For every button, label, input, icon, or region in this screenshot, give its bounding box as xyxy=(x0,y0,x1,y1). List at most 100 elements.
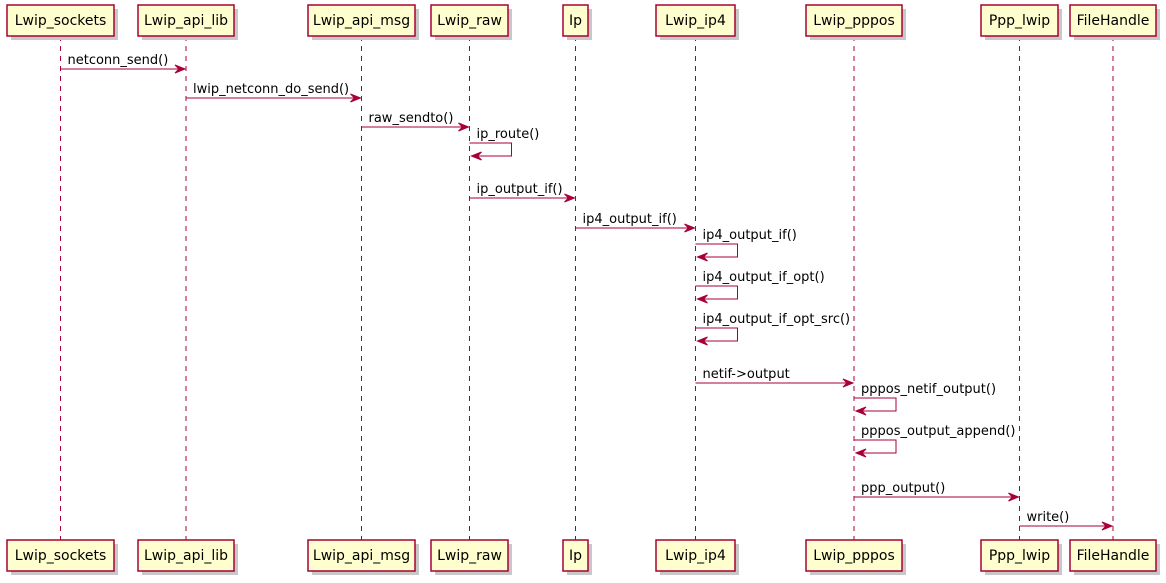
participant-box xyxy=(1069,4,1157,37)
message-arrow-line xyxy=(695,243,738,258)
message-label: lwip_netconn_do_send() xyxy=(193,82,349,97)
message-arrowhead xyxy=(458,122,470,132)
participant-label: Lwip_api_lib xyxy=(144,548,228,564)
participant-box xyxy=(6,4,115,37)
participant-box xyxy=(562,539,589,572)
message-write: write() xyxy=(1019,510,1114,531)
participant-box xyxy=(1069,539,1157,572)
participant-box xyxy=(805,4,903,37)
participant-label: Lwip_sockets xyxy=(15,548,107,564)
participant-top-ppp-lwip: Ppp_lwip xyxy=(980,4,1062,40)
participant-label: Ppp_lwip xyxy=(989,13,1050,29)
message-arrowhead xyxy=(350,93,362,103)
message-label: netif->output xyxy=(703,367,790,382)
message-label: netconn_send() xyxy=(68,53,169,68)
message-arrowhead xyxy=(854,406,867,416)
message-ip4-output-if-opt-src: ip4_output_if_opt_src() xyxy=(695,312,851,346)
participant-label: Lwip_pppos xyxy=(813,13,895,29)
participant-bottom-lwip-api-lib: Lwip_api_lib xyxy=(137,539,238,575)
participant-box xyxy=(6,539,115,572)
message-ip4-output-if: ip4_output_if() xyxy=(575,212,696,233)
message-arrowhead xyxy=(696,252,708,262)
participant-bottom-lwip-pppos: Lwip_pppos xyxy=(805,539,906,575)
message-ip4-output-if-opt: ip4_output_if_opt() xyxy=(695,270,825,304)
participant-label: Ip xyxy=(569,548,582,564)
message-pppos-output-append: pppos_output_append() xyxy=(854,424,1015,458)
message-ip4-output-if: ip4_output_if() xyxy=(695,228,797,262)
participant-box xyxy=(655,539,736,572)
message-arrow-line xyxy=(854,397,897,412)
message-pppos-netif-output: pppos_netif_output() xyxy=(854,382,996,416)
participant-label: Lwip_api_lib xyxy=(144,13,228,29)
message-arrowhead xyxy=(470,151,482,161)
participant-box xyxy=(137,539,235,572)
participant-box xyxy=(980,539,1059,572)
participant-label: Ip xyxy=(569,13,582,29)
participant-label: FileHandle xyxy=(1077,548,1150,564)
message-netconn-send: netconn_send() xyxy=(60,53,187,74)
participant-box xyxy=(430,4,509,37)
participant-bottom-ppp-lwip: Ppp_lwip xyxy=(980,539,1062,575)
message-label: ip_route() xyxy=(477,127,540,142)
participant-label: Lwip_raw xyxy=(437,13,502,29)
participant-box xyxy=(562,4,589,37)
participant-box xyxy=(980,4,1059,37)
message-arrowhead xyxy=(842,378,855,388)
participant-label: Lwip_api_msg xyxy=(313,13,410,29)
participant-label: Lwip_ip4 xyxy=(665,548,726,564)
participant-top-filehandle: FileHandle xyxy=(1069,4,1160,40)
participant-label: Lwip_ip4 xyxy=(665,13,726,29)
participant-top-ip: Ip xyxy=(562,4,592,40)
participant-box xyxy=(805,539,903,572)
participant-box xyxy=(430,539,509,572)
message-label: pppos_netif_output() xyxy=(861,382,996,397)
participant-top-lwip-pppos: Lwip_pppos xyxy=(805,4,906,40)
message-label: pppos_output_append() xyxy=(861,424,1015,439)
message-arrowhead xyxy=(174,64,187,74)
participant-top-lwip-api-lib: Lwip_api_lib xyxy=(137,4,238,40)
participant-bottom-filehandle: FileHandle xyxy=(1069,539,1160,575)
message-netif-output: netif->output xyxy=(695,367,855,388)
message-raw-sendto: raw_sendto() xyxy=(361,111,470,132)
participant-bottom-lwip-raw: Lwip_raw xyxy=(430,539,512,575)
participant-bottom-lwip-api-msg: Lwip_api_msg xyxy=(307,539,419,575)
message-arrow-line xyxy=(854,439,897,454)
message-arrowhead xyxy=(684,223,696,233)
participant-bottom-ip: Ip xyxy=(562,539,592,575)
message-ppp-output: ppp_output() xyxy=(854,481,1020,502)
participant-label: Lwip_pppos xyxy=(813,548,895,564)
participant-label: FileHandle xyxy=(1077,13,1150,29)
message-arrowhead xyxy=(1101,521,1114,531)
participant-label: Ppp_lwip xyxy=(989,548,1050,564)
message-label: ppp_output() xyxy=(861,481,945,496)
message-arrowhead xyxy=(696,336,708,346)
message-arrow-line xyxy=(695,285,738,300)
participant-box xyxy=(137,4,235,37)
participant-bottom-lwip-sockets: Lwip_sockets xyxy=(6,539,118,575)
participant-top-lwip-ip4: Lwip_ip4 xyxy=(655,4,739,40)
participant-label: Lwip_sockets xyxy=(15,13,107,29)
message-arrow-line xyxy=(469,142,512,157)
message-label: write() xyxy=(1027,510,1070,525)
message-label: raw_sendto() xyxy=(369,111,454,126)
participant-top-lwip-raw: Lwip_raw xyxy=(430,4,512,40)
message-label: ip_output_if() xyxy=(477,182,563,197)
message-ip-output-if: ip_output_if() xyxy=(469,182,576,203)
message-ip-route: ip_route() xyxy=(469,127,540,161)
message-arrow-line xyxy=(695,327,738,342)
participant-box xyxy=(655,4,736,37)
participant-top-lwip-sockets: Lwip_sockets xyxy=(6,4,118,40)
message-label: ip4_output_if_opt_src() xyxy=(703,312,851,327)
message-lwip-netconn-do-send: lwip_netconn_do_send() xyxy=(186,82,362,103)
participant-box xyxy=(307,4,416,37)
message-arrowhead xyxy=(564,193,576,203)
participant-top-lwip-api-msg: Lwip_api_msg xyxy=(307,4,419,40)
participant-label: Lwip_raw xyxy=(437,548,502,564)
message-label: ip4_output_if() xyxy=(703,228,797,243)
message-label: ip4_output_if_opt() xyxy=(703,270,825,285)
message-arrowhead xyxy=(696,294,708,304)
participant-box xyxy=(307,539,416,572)
participant-label: Lwip_api_msg xyxy=(313,548,410,564)
message-arrowhead xyxy=(1008,492,1020,502)
